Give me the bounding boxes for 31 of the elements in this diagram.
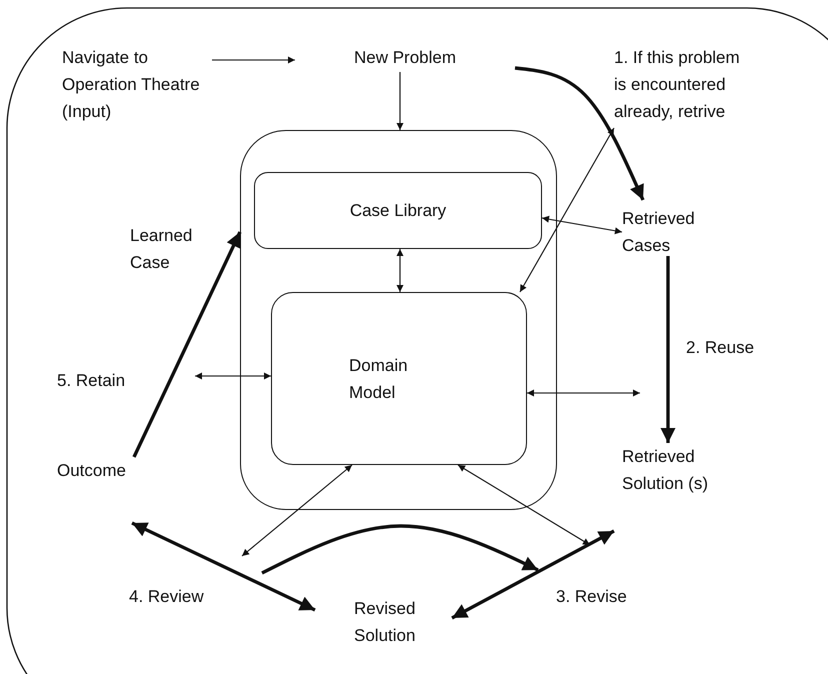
step-label: 5. Retain [57, 367, 195, 395]
arrow [542, 216, 622, 234]
arrow [520, 128, 614, 292]
outcome-label: Outcome [57, 457, 137, 523]
arrow [261, 524, 539, 575]
arrow [458, 464, 590, 546]
cases-label: Retrieved Cases [622, 200, 722, 256]
model-box [271, 292, 527, 465]
solution-label: Retrieved Solution (s) [614, 443, 764, 533]
arrow [242, 464, 352, 556]
arrow [660, 256, 676, 443]
box-label: Domain Model [349, 354, 409, 404]
arrow [396, 72, 404, 130]
arrow [131, 521, 316, 612]
arrow [132, 231, 242, 458]
step-label: 3. Revise [538, 545, 646, 611]
library-box [254, 172, 542, 249]
step-label: 1. If this problem is encountered already, retrive [614, 44, 754, 128]
arrow [396, 249, 404, 292]
input-label: Navigate to Operation Theatre (Input) [62, 44, 212, 128]
step-label: 2. Reuse [686, 334, 776, 362]
arrow [451, 530, 615, 620]
step-label: 4. Review [129, 556, 262, 611]
arrow [212, 56, 295, 64]
problem-label: New Problem [295, 44, 515, 72]
arrow [527, 390, 640, 396]
solution-label: Revised Solution [315, 595, 452, 651]
box-label: Case Library [350, 200, 446, 222]
container-box [240, 130, 557, 510]
arrow [195, 372, 271, 380]
arrow [514, 66, 645, 201]
